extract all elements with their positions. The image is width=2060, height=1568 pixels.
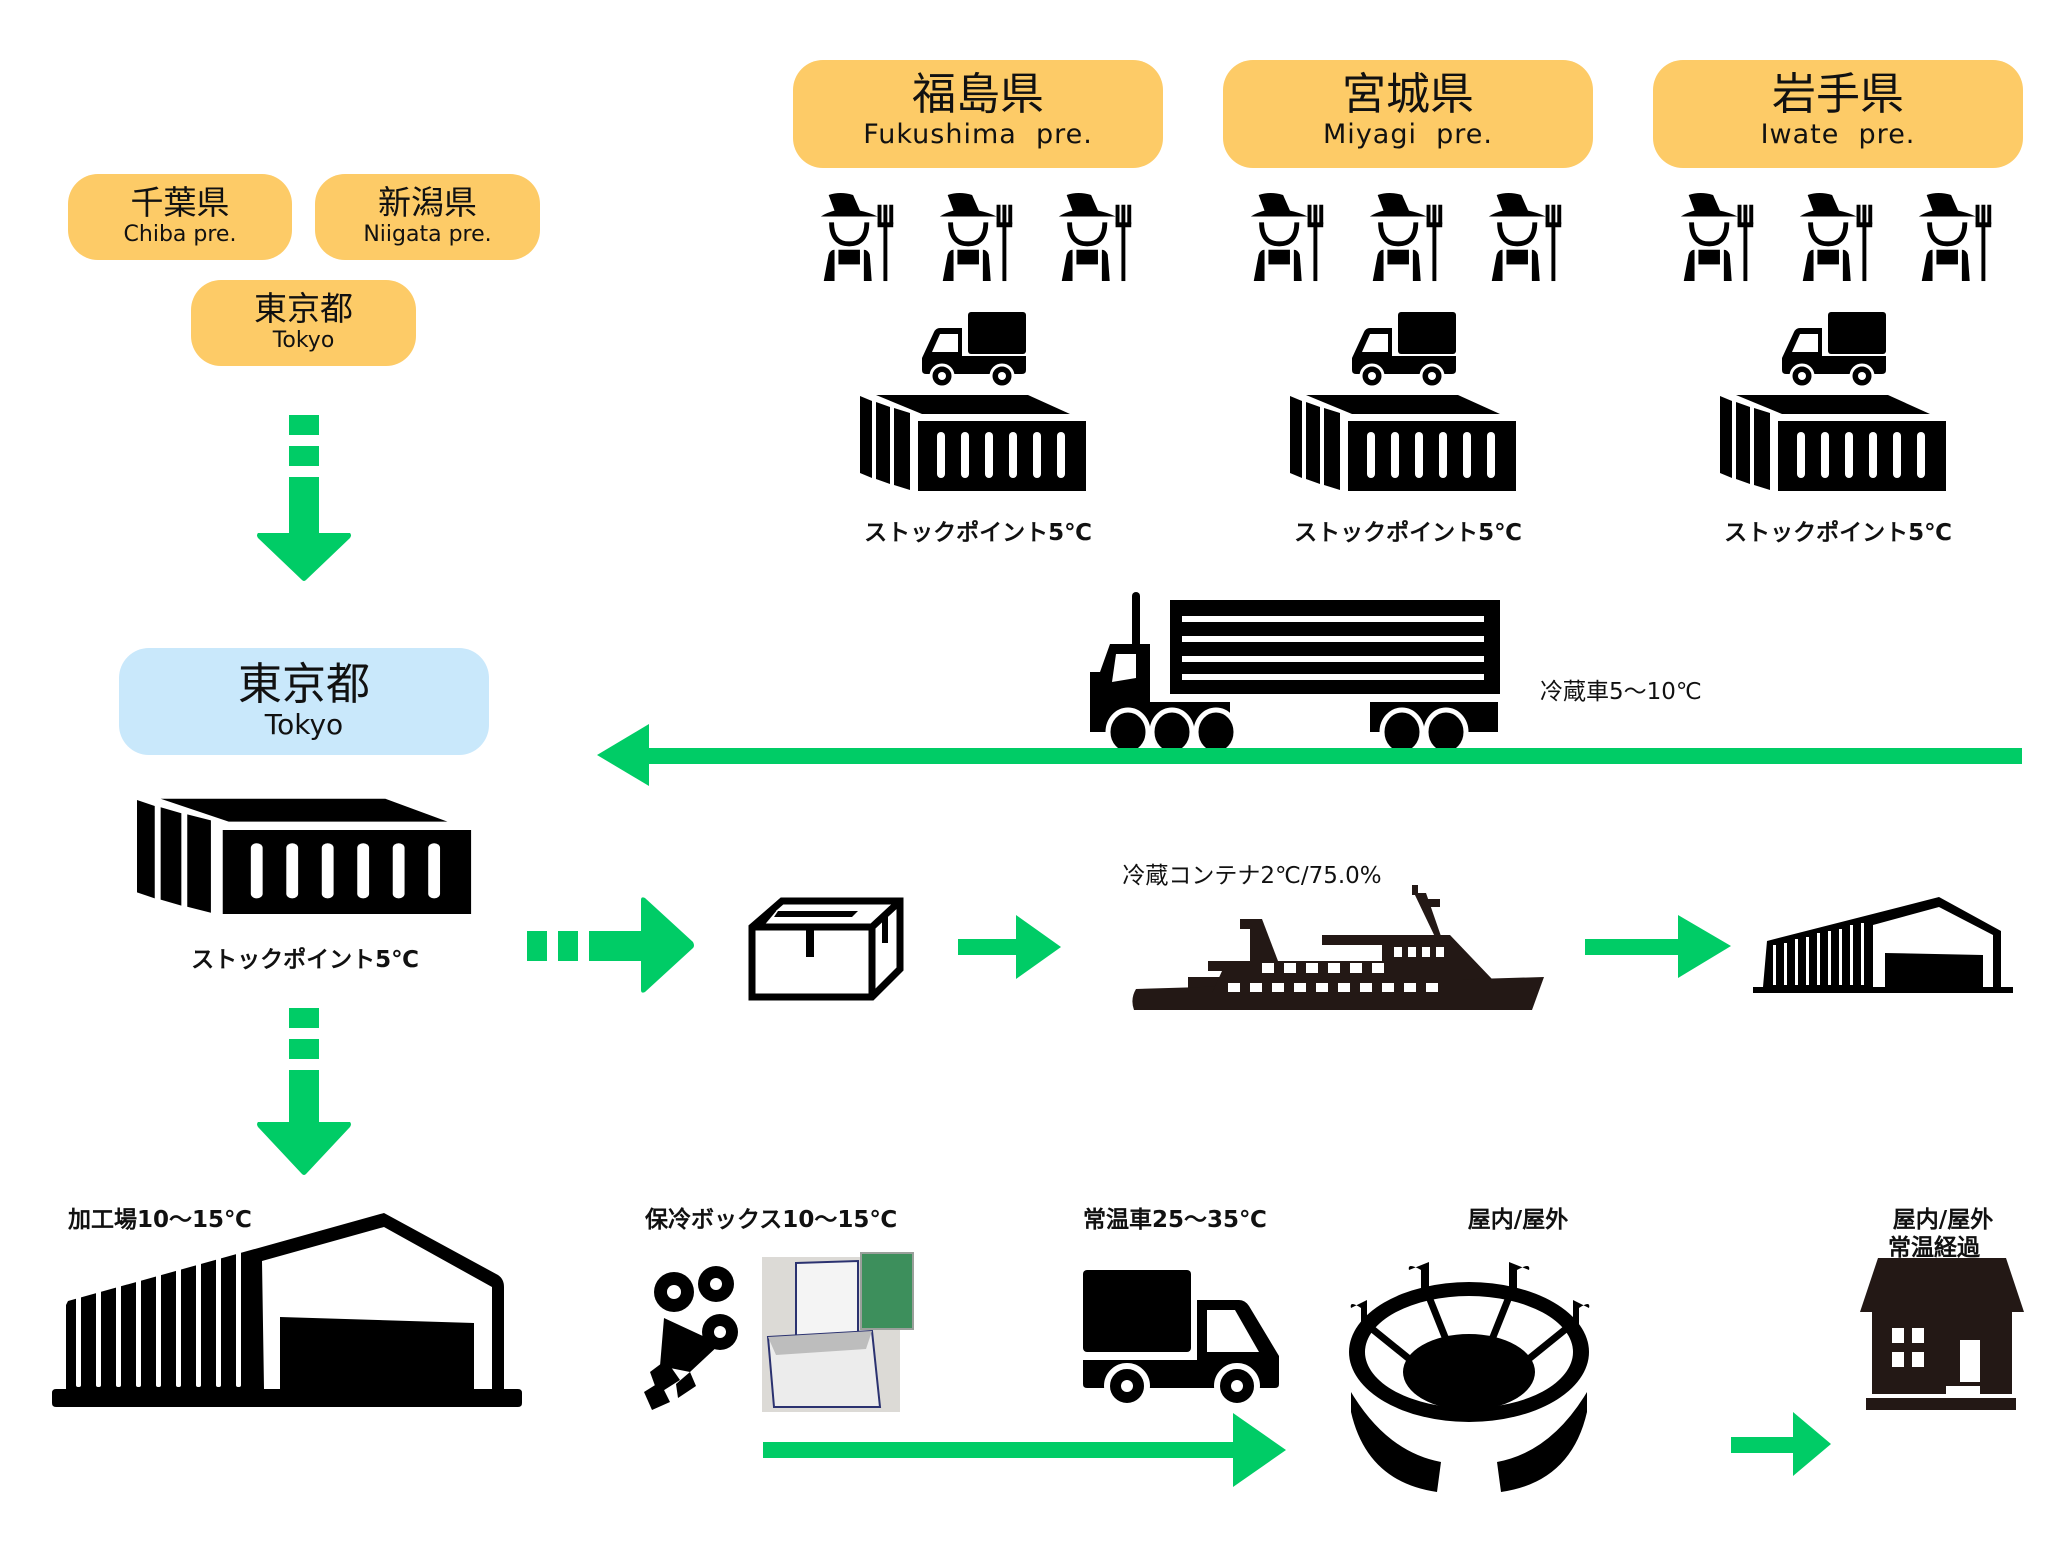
- stock-point-label-fukushima: ストックポイント5℃: [864, 520, 1092, 546]
- venue-label: 屋内/屋外: [1467, 1207, 1569, 1233]
- right-arrow: [1585, 915, 1731, 978]
- hub-box-tokyo: 東京都 Tokyo: [119, 648, 489, 755]
- prefecture-box-niigata: 新潟県 Niigata pre.: [315, 174, 540, 260]
- house-icon: [1860, 1258, 2024, 1410]
- stock-point-label-iwate: ストックポイント5℃: [1724, 520, 1952, 546]
- prefecture-name-en: Niigata pre.: [363, 222, 492, 247]
- prefecture-name-en: Chiba pre.: [123, 222, 237, 247]
- prefecture-name-en: Fukushima pre.: [863, 119, 1093, 150]
- stock-point-label-tokyo: ストックポイント5℃: [191, 947, 419, 973]
- small-truck-icon: [922, 312, 1026, 389]
- right-arrow: [1731, 1412, 1831, 1476]
- farmer-icon: [1678, 193, 1758, 283]
- farmer-icon: [1486, 193, 1566, 283]
- prefecture-name-en: Tokyo: [272, 328, 335, 353]
- prefecture-name-jp: 岩手県: [1772, 69, 1904, 120]
- right-arrow: [958, 915, 1061, 979]
- prefecture-name-en: Iwate pre.: [1760, 119, 1916, 150]
- reefer-truck-label: 冷蔵車5～10℃: [1540, 679, 1702, 705]
- ice-pack-photo: [860, 1252, 914, 1330]
- cooler-box-photo: [762, 1257, 900, 1412]
- prefecture-name-jp: 東京都: [254, 289, 353, 328]
- cooler-box-label: 保冷ボックス10～15℃: [645, 1207, 898, 1233]
- prefecture-name-en: Miyagi pre.: [1323, 119, 1493, 150]
- prefecture-box-fukushima: 福島県 Fukushima pre.: [793, 60, 1163, 168]
- small-truck-icon: [1352, 312, 1456, 389]
- dashed-right-arrow: [527, 897, 694, 993]
- prefecture-name-jp: 宮城県: [1342, 69, 1474, 120]
- farmer-icon: [937, 193, 1017, 283]
- factory-icon: [52, 1213, 522, 1407]
- shipping-container-icon: [1290, 395, 1516, 491]
- home-label-line2: 常温経過: [1888, 1235, 1980, 1261]
- warehouse-icon: [1753, 897, 2013, 993]
- ferry-ship-icon: [1132, 885, 1544, 1010]
- dashed-down-arrow: [257, 1008, 351, 1175]
- farmer-icon: [1248, 193, 1328, 283]
- home-label-line1: 屋内/屋外: [1892, 1207, 1994, 1233]
- farmer-icon: [1367, 193, 1447, 283]
- long-left-arrow: [597, 724, 2022, 786]
- prefecture-box-chiba: 千葉県 Chiba pre.: [68, 174, 292, 260]
- shipping-container-icon: [137, 798, 472, 914]
- small-truck-icon: [1782, 312, 1886, 389]
- hub-name-en: Tokyo: [264, 708, 344, 741]
- prefecture-name-jp: 福島県: [912, 69, 1044, 120]
- prefecture-name-jp: 新潟県: [378, 183, 477, 222]
- reefer-container-label: 冷蔵コンテナ2℃/75.0%: [1122, 863, 1382, 889]
- factory-label: 加工場10～15℃: [68, 1207, 252, 1233]
- cardboard-box-icon: [748, 897, 904, 1001]
- stadium-icon: [1349, 1262, 1590, 1492]
- farmer-icon: [818, 193, 898, 283]
- prefecture-box-iwate: 岩手県 Iwate pre.: [1653, 60, 2023, 168]
- farmer-icon: [1916, 193, 1996, 283]
- prefecture-box-miyagi: 宮城県 Miyagi pre.: [1223, 60, 1593, 168]
- truck-label: 常温車25～35℃: [1083, 1207, 1267, 1233]
- stock-point-label-miyagi: ストックポイント5℃: [1294, 520, 1522, 546]
- long-right-arrow: [763, 1413, 1286, 1487]
- refrigerated-trailer-truck-icon: [1090, 592, 1500, 757]
- dashed-down-arrow: [257, 415, 351, 581]
- shipping-container-icon: [1720, 395, 1946, 491]
- shipping-container-icon: [860, 395, 1086, 491]
- farmer-icon: [1797, 193, 1877, 283]
- flower-bouquet-icon: [644, 1266, 738, 1410]
- truck-icon: [1083, 1270, 1279, 1409]
- prefecture-name-jp: 千葉県: [130, 183, 230, 222]
- hub-name-jp: 東京都: [238, 659, 370, 710]
- prefecture-box-tokyo: 東京都 Tokyo: [191, 280, 416, 366]
- farmer-icon: [1056, 193, 1136, 283]
